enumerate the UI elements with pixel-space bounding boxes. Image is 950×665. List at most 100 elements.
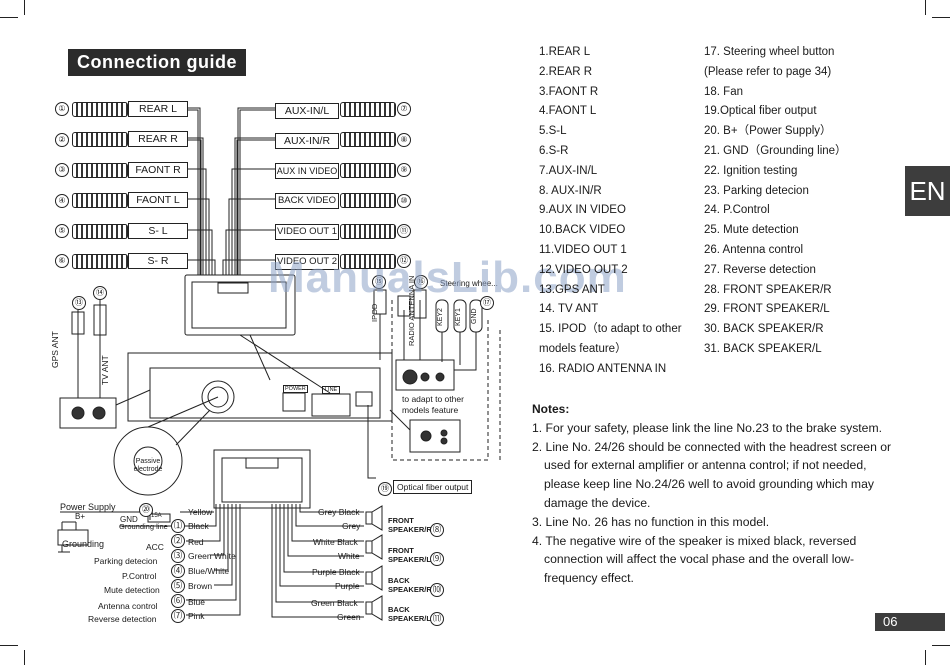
legend-item: 21. GND（Grounding line） (704, 144, 847, 157)
legend-item: 15. IPOD（to adapt to other (539, 323, 682, 336)
grounding-label: Grounding (62, 539, 105, 549)
legend-item: 27. Reverse detection (704, 263, 816, 276)
connector-number: ⑮ (372, 275, 386, 289)
fuse-label: 15A (151, 513, 162, 519)
legend-item: 1.REAR L (539, 46, 591, 58)
legend-item: 29. FRONT SPEAKER/L (704, 303, 830, 316)
connector-label: S- R (128, 253, 188, 269)
legend-item: 17. Steering wheel button (704, 46, 835, 58)
connector-number: ⑽ (430, 583, 444, 597)
gnd-label: GND (120, 515, 138, 524)
connector-number: ⑹ (171, 594, 185, 608)
wire-color: White Black (313, 537, 358, 547)
wire-color: Yellow (188, 507, 213, 517)
connector-number: ⑺ (171, 609, 185, 623)
rca-plug-icon (72, 102, 128, 117)
language-tab: EN (905, 166, 950, 216)
connector-number: ① (55, 102, 69, 116)
rca-plug-icon (340, 132, 396, 147)
connector-label: REAR R (128, 131, 188, 147)
connector-number: ⑪ (397, 224, 411, 238)
wire-color: Purple (335, 581, 360, 591)
notes-title: Notes: (532, 402, 570, 416)
connector-number: ⑩ (397, 194, 411, 208)
connector-number: ⑶ (171, 549, 185, 563)
gnd-label: GND (471, 308, 478, 324)
legend-item: 19.Optical fiber output (704, 105, 817, 118)
note-item: 2. Line No. 24/26 should be connected wi… (532, 439, 892, 510)
crop-mark (24, 650, 25, 665)
legend-item: 14. TV ANT (539, 303, 599, 316)
tv-ant-label: TV ANT (100, 355, 110, 385)
gps-ant-label: GPS ANT (50, 331, 60, 368)
connector-label: S- L (128, 223, 188, 239)
rca-plug-icon (340, 224, 396, 239)
wire-name: Mute detection (104, 585, 160, 595)
key1-label: KEY1 (455, 308, 462, 326)
legend-item: 16. RADIO ANTENNA IN (539, 362, 667, 375)
wire-color: Grey Black (318, 507, 360, 517)
legend-item: 8. AUX-IN/R (539, 184, 602, 197)
power-port-label: POWER (283, 385, 308, 393)
wire-color: Green (337, 612, 361, 622)
wire-color: Green White (188, 551, 236, 561)
wire-color: Green Black (311, 598, 358, 608)
connector-label: AUX-IN/L (275, 103, 339, 119)
connector-number: ⑨ (397, 163, 411, 177)
connector-number: ② (55, 133, 69, 147)
speaker-label: BACK SPEAKER/R (388, 576, 432, 594)
connector-number: ⑤ (55, 224, 69, 238)
legend-item: 11.VIDEO OUT 1 (539, 243, 627, 256)
rca-plug-icon (340, 254, 396, 269)
power-supply-label: Power Supply (60, 502, 116, 512)
connector-label: FAONT L (128, 192, 188, 208)
connector-number: ⑰ (480, 296, 494, 310)
legend-item: 31. BACK SPEAKER/L (704, 342, 822, 355)
legend-column-2: 17. Steering wheel button (Please refer … (704, 43, 847, 360)
fiber-output-label: Optical fiber output (393, 480, 473, 494)
connector-number: ⑳ (139, 503, 153, 517)
connector-number: ⑧ (397, 133, 411, 147)
legend-item: 4.FAONT L (539, 105, 597, 118)
legend-item: 3.FAONT R (539, 85, 599, 98)
connector-number: ⑵ (171, 534, 185, 548)
rca-plug-icon (72, 163, 128, 178)
line-port-label: LINE (322, 386, 341, 394)
legend-item: 10.BACK VIDEO (539, 224, 626, 237)
steering-wheel-label: Steering whee... (440, 279, 498, 288)
wire-color: Purple Black (312, 567, 360, 577)
rca-plug-icon (340, 193, 396, 208)
legend-item: 18. Fan (704, 85, 743, 98)
connector-number: ⑭ (93, 286, 107, 300)
ipod-label: IPOD (370, 303, 379, 322)
connector-number: ⑸ (171, 579, 185, 593)
rca-plug-icon (340, 163, 396, 178)
crop-mark (932, 17, 950, 18)
connector-label: AUX IN VIDEO (275, 163, 339, 179)
notes-section: Notes: 1. For your safety, please link t… (532, 400, 892, 588)
wire-color: Black (188, 521, 209, 531)
legend-item: 13.GPS ANT (539, 283, 605, 296)
wire-color: Grey (342, 521, 361, 531)
wire-name: Reverse detection (88, 614, 157, 624)
legend-item: 22. Ignition testing (704, 164, 798, 177)
crop-mark (925, 0, 926, 15)
wire-color: White (338, 551, 360, 561)
legend-item: 9.AUX IN VIDEO (539, 204, 626, 217)
connector-number: ⑴ (171, 519, 185, 533)
legend-item: 25. Mute detection (704, 224, 799, 237)
passive-electrode-label: Passive electrode (133, 458, 163, 473)
connector-number: ⑥ (55, 254, 69, 268)
page-number: 06 (875, 613, 945, 631)
connector-number: ⑻ (430, 523, 444, 537)
connector-number: ⑼ (430, 552, 444, 566)
rca-plug-icon (72, 132, 128, 147)
legend-item: 30. BACK SPEAKER/R (704, 323, 824, 336)
legend-item: 2.REAR R (539, 65, 593, 78)
note-item: 1. For your safety, please link the line… (532, 420, 882, 435)
wire-color: Blue/White (188, 566, 230, 576)
legend-item: 24. P.Control (704, 204, 770, 217)
connector-number: ⑬ (72, 296, 86, 310)
connector-number: ⑲ (378, 482, 392, 496)
crop-mark (24, 0, 25, 15)
